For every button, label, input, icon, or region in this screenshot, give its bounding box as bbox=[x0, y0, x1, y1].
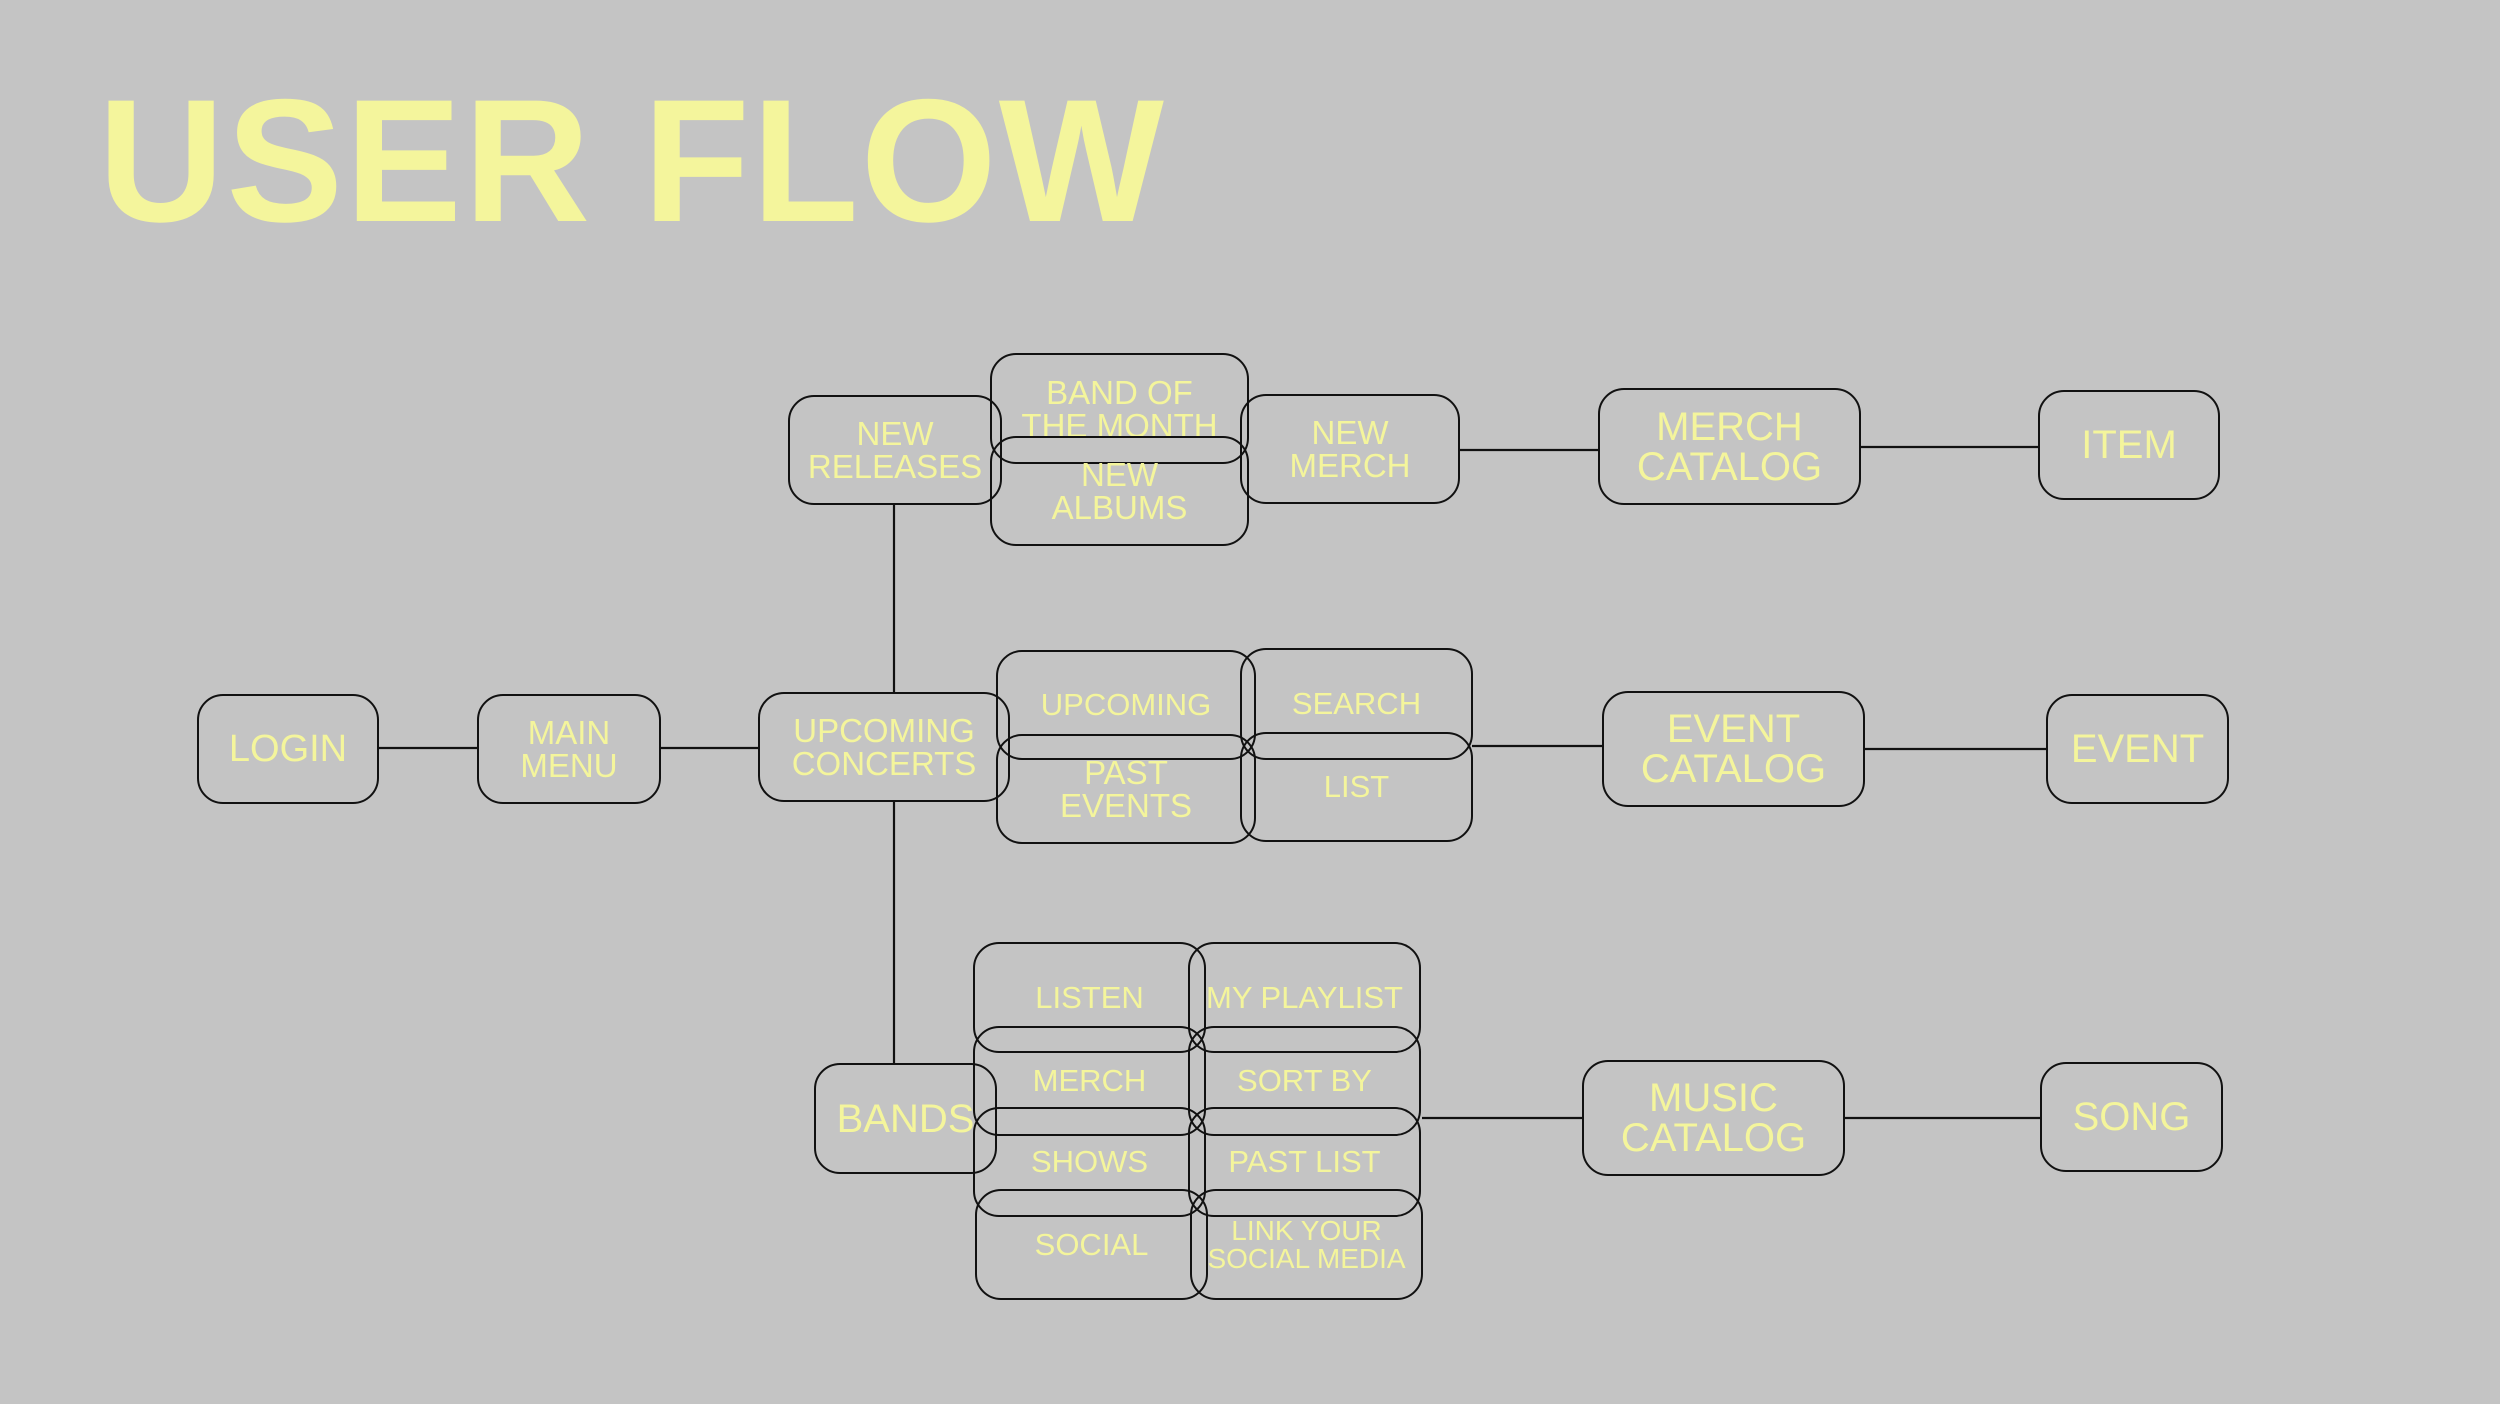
event-catalog-node[interactable]: EVENT CATALOG bbox=[1602, 691, 1865, 807]
new-merch-node[interactable]: NEW MERCH bbox=[1240, 394, 1460, 504]
upcoming-concerts-node[interactable]: UPCOMING CONCERTS bbox=[758, 692, 1010, 802]
merch-catalog-node[interactable]: MERCH CATALOG bbox=[1598, 388, 1861, 505]
search-node[interactable]: SEARCH bbox=[1240, 648, 1473, 760]
event-node[interactable]: EVENT bbox=[2046, 694, 2229, 804]
sort-by-node[interactable]: SORT BY bbox=[1188, 1026, 1421, 1136]
page-title: USER FLOW bbox=[98, 64, 1166, 259]
new-albums-node[interactable]: NEW ALBUMS bbox=[990, 436, 1249, 546]
past-events-node[interactable]: PAST EVENTS bbox=[996, 734, 1256, 844]
login-node[interactable]: LOGIN bbox=[197, 694, 379, 804]
link-social-media-node[interactable]: LINK YOUR SOCIAL MEDIA bbox=[1190, 1189, 1423, 1300]
list-node[interactable]: LIST bbox=[1240, 732, 1473, 842]
past-list-node[interactable]: PAST LIST bbox=[1188, 1107, 1421, 1217]
main-menu-node[interactable]: MAIN MENU bbox=[477, 694, 661, 804]
music-catalog-node[interactable]: MUSIC CATALOG bbox=[1582, 1060, 1845, 1176]
my-playlist-node[interactable]: MY PLAYLIST bbox=[1188, 942, 1421, 1053]
bands-node[interactable]: BANDS bbox=[814, 1063, 997, 1174]
merch-node[interactable]: MERCH bbox=[973, 1026, 1206, 1136]
upcoming-node[interactable]: UPCOMING bbox=[996, 650, 1256, 760]
social-node[interactable]: SOCIAL bbox=[975, 1189, 1208, 1300]
shows-node[interactable]: SHOWS bbox=[973, 1107, 1206, 1217]
song-node[interactable]: SONG bbox=[2040, 1062, 2223, 1172]
new-releases-node[interactable]: NEW RELEASES bbox=[788, 395, 1002, 505]
item-node[interactable]: ITEM bbox=[2038, 390, 2220, 500]
listen-node[interactable]: LISTEN bbox=[973, 942, 1206, 1053]
